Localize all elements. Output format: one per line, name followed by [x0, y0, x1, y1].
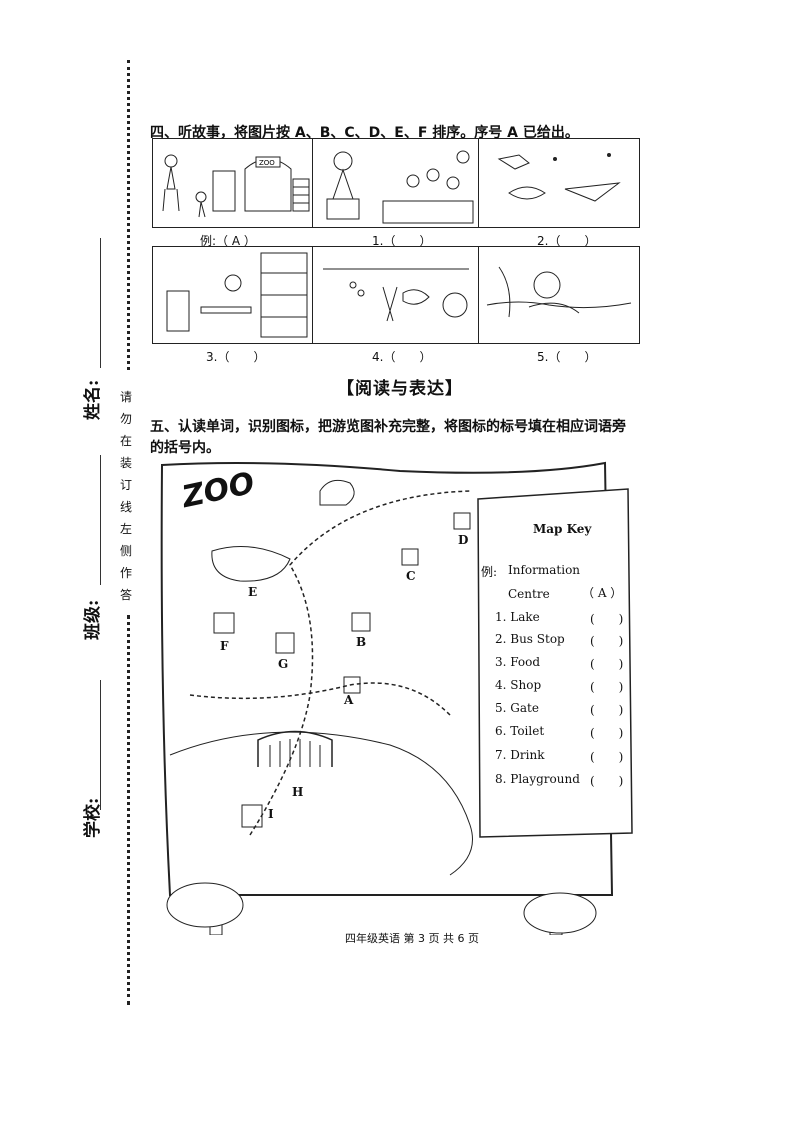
warning-char: 答 [120, 588, 133, 602]
warning-char: 侧 [120, 544, 133, 558]
map-key-blank[interactable]: ( ) [590, 726, 624, 740]
zoo-gate-illustration: ZOO [162, 154, 310, 218]
name-label: 姓名: [83, 379, 103, 420]
map-key-item: 4. Shop [495, 678, 542, 692]
caption-3: 3.（ ） [206, 350, 266, 364]
page-footer: 四年级英语 第 3 页 共 6 页 [345, 932, 479, 945]
caption-2: 2.（ ） [537, 234, 597, 248]
drink-icon [351, 612, 371, 632]
map-key-item: 1. Lake [495, 610, 540, 624]
map-letter-h: H [292, 785, 304, 799]
map-letter-d: D [458, 533, 469, 547]
map-key-item: 3. Food [495, 655, 541, 669]
story-picture-5 [478, 246, 640, 344]
map-key-blank[interactable]: ( ) [590, 750, 624, 764]
warning-char: 作 [120, 566, 133, 580]
map-key-example-answer: （ A ） [582, 586, 623, 600]
map-key-blank[interactable]: ( ) [590, 634, 624, 648]
map-key-blank[interactable]: ( ) [590, 657, 624, 671]
caption-1: 1.（ ） [372, 234, 432, 248]
binding-dotted-line-bottom [127, 615, 130, 1005]
map-key-blank[interactable]: ( ) [590, 680, 624, 694]
bus-stop-icon [241, 804, 263, 828]
classroom-illustration [326, 150, 474, 224]
school-underline [100, 680, 101, 810]
story-picture-4 [312, 246, 480, 344]
food-icon [401, 548, 419, 566]
toilet-icon [213, 612, 235, 634]
swimming-illustration [486, 266, 632, 318]
reading-section-heading: 【阅读与表达】 [337, 379, 463, 399]
story-picture-example: ZOO [152, 138, 314, 228]
warning-char: 线 [120, 500, 133, 514]
warning-char: 装 [120, 456, 133, 470]
warning-char: 在 [120, 434, 133, 448]
class-label: 班级: [83, 599, 103, 640]
map-letter-c: C [406, 569, 416, 583]
zoo-map: ZOO A B C D E F G H I [150, 455, 640, 936]
caption-4: 4.（ ） [372, 350, 432, 364]
map-key-example-line1: Information [508, 563, 581, 577]
map-letter-g: G [278, 657, 289, 671]
warning-char: 请 [120, 390, 133, 404]
warning-char: 订 [120, 478, 133, 492]
map-letter-b: B [356, 635, 367, 649]
story-picture-3 [152, 246, 314, 344]
map-letter-e: E [248, 585, 258, 599]
story-picture-2 [478, 138, 640, 228]
zoo-map-drawing [160, 461, 633, 936]
playground-icon [275, 632, 295, 654]
map-key-item: 7. Drink [495, 748, 545, 762]
map-letter-a: A [344, 693, 354, 707]
map-key-blank[interactable]: ( ) [590, 612, 624, 626]
map-letter-i: I [268, 807, 274, 821]
map-key-example-prefix: 例: [481, 565, 498, 579]
caption-5: 5.（ ） [537, 350, 597, 364]
section5-title: 五、认读单词，识别图标，把游览图补充完整，将图标的标号填在相应词语旁的括号内。 [150, 419, 626, 456]
map-key-item: 5. Gate [495, 701, 539, 715]
information-icon [343, 676, 361, 694]
binding-dotted-line-top [127, 60, 130, 370]
name-underline [100, 238, 101, 368]
map-key-title: Map Key [533, 522, 592, 536]
school-label: 学校: [83, 797, 103, 838]
zoo-sign-text: ZOO [259, 159, 275, 167]
warning-char: 勿 [120, 412, 133, 426]
map-letter-f: F [220, 639, 229, 653]
section4-title: 四、听故事，将图片按 A、B、C、D、E、F 排序。序号 A 已给出。 [150, 125, 579, 141]
class-underline [100, 455, 101, 585]
caption-example: 例:（ A ） [200, 234, 256, 248]
shop-icon [453, 512, 471, 530]
map-key-item: 8. Playground [495, 772, 580, 786]
warning-char: 左 [120, 522, 133, 536]
undersea-illustration [497, 153, 621, 202]
map-key-item: 6. Toilet [495, 724, 545, 738]
library-illustration [166, 252, 308, 338]
story-picture-1 [312, 138, 480, 228]
aquarium-illustration [323, 268, 469, 322]
map-key-blank[interactable]: ( ) [590, 774, 624, 788]
map-key-blank[interactable]: ( ) [590, 703, 624, 717]
map-key-item: 2. Bus Stop [495, 632, 565, 646]
map-key-example-line2: Centre [508, 587, 550, 601]
